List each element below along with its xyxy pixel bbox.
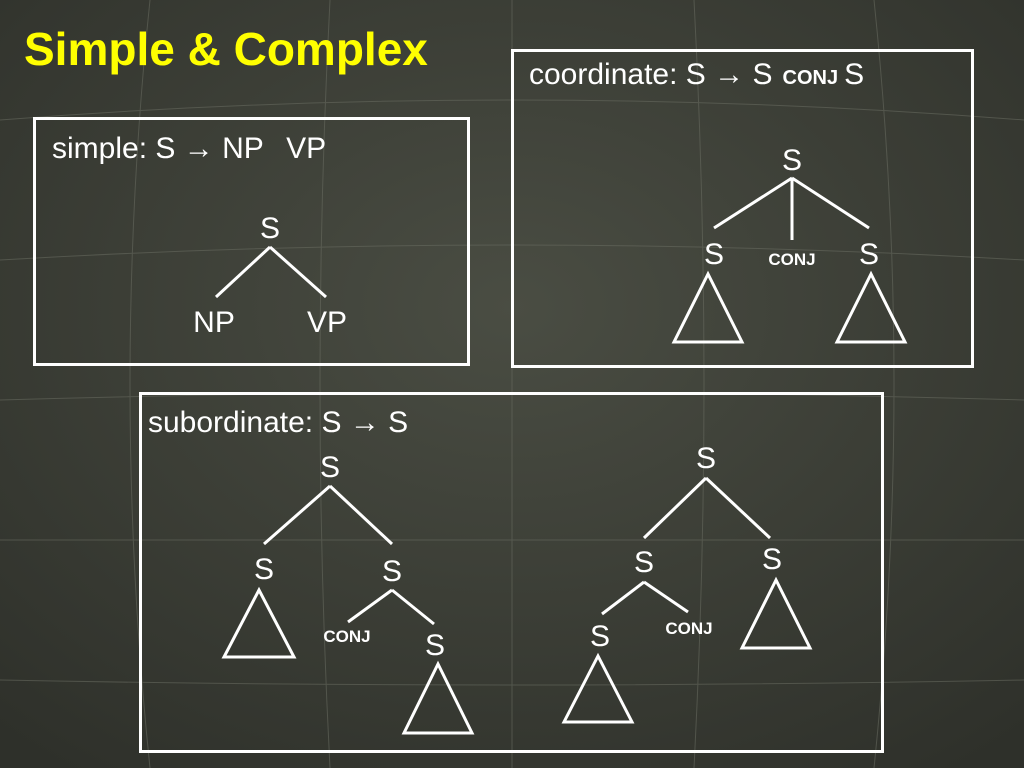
slide-title: Simple & Complex [24, 23, 428, 75]
tree-node: S [696, 442, 716, 475]
tree-node: S [634, 546, 654, 579]
subordinate-rule-lhs: S [321, 406, 342, 439]
tree-edge [347, 588, 393, 624]
tree-node: NP [193, 306, 235, 339]
tree-node: CONJ [768, 250, 815, 269]
subtree-triangle-icon [739, 576, 813, 650]
tree-edge [269, 245, 327, 299]
subtree-triangle-icon [834, 270, 908, 344]
simple-rule-lhs: S [155, 132, 176, 165]
tree-edge [713, 176, 793, 230]
subtree-triangle-icon [561, 652, 635, 724]
coordinate-rule-rhs-2: S [844, 58, 865, 91]
subtree-triangle-icon [671, 270, 745, 344]
tree-edge [263, 484, 331, 546]
tree-node: S [590, 620, 610, 653]
simple-rule-rhs-1: NP [222, 132, 264, 165]
tree-node: S [425, 629, 445, 662]
coordinate-box [511, 49, 974, 368]
tree-edge [704, 476, 772, 540]
tree-node: S [782, 144, 802, 177]
tree-node: S [382, 555, 402, 588]
tree-edge [643, 580, 689, 614]
simple-tree: S NP VP [193, 212, 347, 339]
tree-node: S [320, 451, 340, 484]
tree-node: CONJ [665, 619, 712, 638]
subtree-triangle-icon [401, 660, 475, 735]
tree-node: S [260, 212, 280, 245]
tree-edge [214, 245, 272, 299]
simple-rule-rhs-2: VP [286, 132, 327, 165]
tree-edge [391, 588, 435, 626]
arrow-icon: → [349, 406, 380, 439]
subordinate-rule-label: subordinate: [148, 406, 314, 439]
subordinate-tree-b: S S S S CONJ [561, 442, 813, 724]
tree-node: S [762, 543, 782, 576]
subordinate-tree-a: S S S CONJ S [221, 451, 475, 735]
arrow-icon: → [183, 132, 214, 165]
tree-node: S [859, 238, 879, 271]
tree-edge [791, 176, 870, 230]
simple-rule: simple: S → NP VP [52, 132, 326, 166]
simple-rule-label: simple: [52, 132, 148, 165]
coordinate-tree: S S CONJ S [671, 144, 908, 344]
tree-edge [642, 476, 708, 540]
subtree-triangle-icon [221, 586, 297, 659]
tree-node: VP [307, 306, 347, 339]
simple-box [33, 117, 470, 366]
tree-node: S [704, 238, 724, 271]
subordinate-box [139, 392, 884, 753]
coordinate-rule-conj: CONJ [782, 67, 839, 89]
tree-node: CONJ [323, 627, 370, 646]
subordinate-rule-rhs: S [388, 406, 409, 439]
tree-edge [601, 580, 645, 616]
coordinate-rule-label: coordinate: [529, 58, 678, 91]
tree-edge [328, 484, 394, 546]
coordinate-rule-rhs-1: S [752, 58, 773, 91]
arrow-icon: → [714, 58, 745, 91]
subordinate-rule: subordinate: S → S [148, 406, 408, 440]
coordinate-rule-lhs: S [685, 58, 706, 91]
tree-node: S [254, 553, 274, 586]
